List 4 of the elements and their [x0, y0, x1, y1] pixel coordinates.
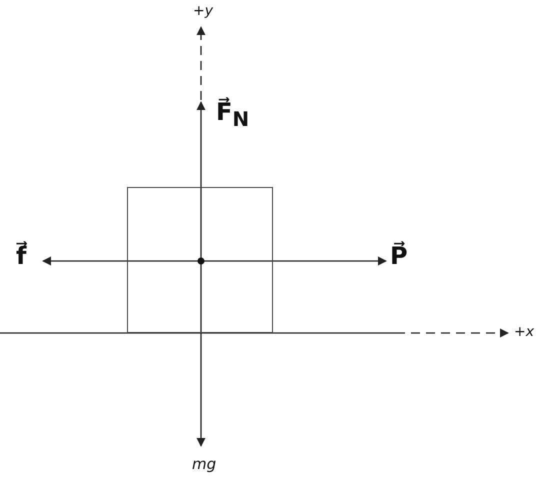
block-box — [127, 187, 273, 333]
axis-label: +x — [514, 325, 534, 339]
axis-label: +y — [193, 4, 214, 18]
force-label: mg — [192, 457, 216, 472]
